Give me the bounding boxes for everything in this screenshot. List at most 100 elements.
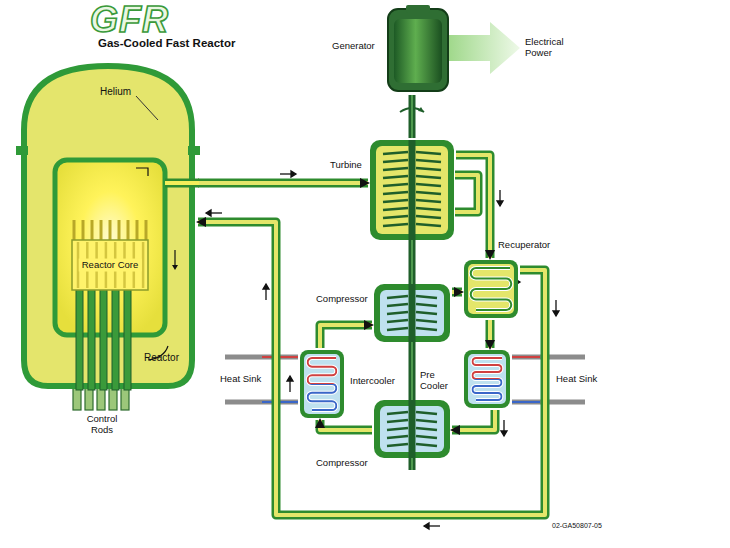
outlet-pipe <box>165 181 199 185</box>
blade <box>387 436 408 438</box>
subtitle: Gas-Cooled Fast Reactor <box>98 37 235 50</box>
coil <box>471 268 512 310</box>
helium-pipe <box>452 410 495 430</box>
power-arrow <box>448 22 520 74</box>
node-label: Compressor <box>316 458 368 469</box>
blade <box>387 444 408 446</box>
fuel-pin <box>73 220 76 240</box>
casing-inner <box>468 354 506 404</box>
bypass-pipe <box>455 175 478 212</box>
generator: Generator <box>388 5 448 95</box>
casing <box>370 140 454 240</box>
node-label: Reactor <box>144 352 179 364</box>
shaft <box>409 95 416 138</box>
blade <box>383 224 408 226</box>
part-label: Heat Sink <box>220 374 261 385</box>
blade <box>416 436 437 438</box>
fuel-pin <box>82 220 85 240</box>
casing <box>374 284 450 342</box>
coil <box>473 358 503 400</box>
casing <box>300 350 344 418</box>
node-label: Helium <box>100 86 131 98</box>
blade <box>416 200 441 202</box>
coolant-line <box>225 355 298 360</box>
flow-arrow <box>136 168 148 176</box>
pipe-core <box>456 155 490 258</box>
pipe-core <box>198 181 368 185</box>
fuel-pin <box>91 220 94 240</box>
pipe-core <box>452 290 462 294</box>
drawing-number: 02-GA50807-05 <box>552 522 602 530</box>
blade <box>387 312 408 314</box>
pipe-wall <box>486 320 495 348</box>
blade <box>416 320 437 322</box>
node-label: Turbine <box>330 160 362 171</box>
casing-inner <box>304 354 340 414</box>
coil <box>308 358 337 410</box>
blade <box>383 176 408 178</box>
pipe-wall <box>320 420 372 430</box>
blade <box>387 412 408 414</box>
hx-shape <box>298 348 346 420</box>
rotor <box>409 400 416 458</box>
flow-arrow <box>172 265 178 270</box>
gen-shape <box>388 5 448 95</box>
blade <box>416 168 441 170</box>
blade <box>383 200 408 202</box>
blade <box>416 152 441 154</box>
pipe-core <box>320 420 372 430</box>
helium-pipe <box>456 155 490 258</box>
coil <box>308 358 337 410</box>
fuel-pin <box>109 220 112 240</box>
turb-shape <box>368 138 456 242</box>
pipe-core <box>452 410 495 430</box>
helium-pipe <box>198 222 545 515</box>
coil <box>473 358 503 400</box>
blade <box>387 320 408 322</box>
fuel-pin <box>100 220 103 240</box>
blade <box>383 160 408 162</box>
blade <box>416 412 437 414</box>
rotor <box>409 140 416 240</box>
blade <box>383 168 408 170</box>
core-box <box>72 240 148 290</box>
generator-casing <box>388 9 448 91</box>
pipe-wall <box>320 325 372 348</box>
generator-body <box>394 19 442 83</box>
pipe-core <box>198 222 545 515</box>
pipe-wall <box>452 288 462 297</box>
coil <box>471 268 512 310</box>
pipe-wall <box>198 222 545 515</box>
blade <box>383 184 408 186</box>
coolant-line <box>512 401 540 403</box>
helium-pipe <box>320 325 372 348</box>
blade <box>387 296 408 298</box>
hx-shape <box>462 348 512 410</box>
node-label: Pre Cooler <box>420 370 456 392</box>
fuel-pin <box>118 220 121 240</box>
blade <box>387 328 408 330</box>
bypass-pipe <box>455 175 478 212</box>
casing <box>464 260 518 318</box>
casing-inner <box>468 264 514 314</box>
leader-line <box>136 96 158 120</box>
coolant-line <box>225 400 298 405</box>
rotor <box>409 284 416 342</box>
pipe-wall <box>198 179 368 188</box>
node-label: Intercooler <box>350 376 395 387</box>
blade <box>416 224 441 226</box>
blade <box>383 208 408 210</box>
recuperator: Recuperator <box>462 258 520 320</box>
core-barrel <box>55 160 165 335</box>
node-label: Reactor Core <box>79 259 142 272</box>
helium-pipe <box>452 292 462 293</box>
generator-cap <box>406 5 430 13</box>
reactor-vessel: HeliumReactor Reactor Core <box>18 60 198 390</box>
blade <box>416 420 437 422</box>
blade <box>383 192 408 194</box>
blade <box>387 304 408 306</box>
drive-shaft <box>412 95 413 138</box>
blade <box>416 160 441 162</box>
blade <box>416 428 437 430</box>
blade <box>387 428 408 430</box>
